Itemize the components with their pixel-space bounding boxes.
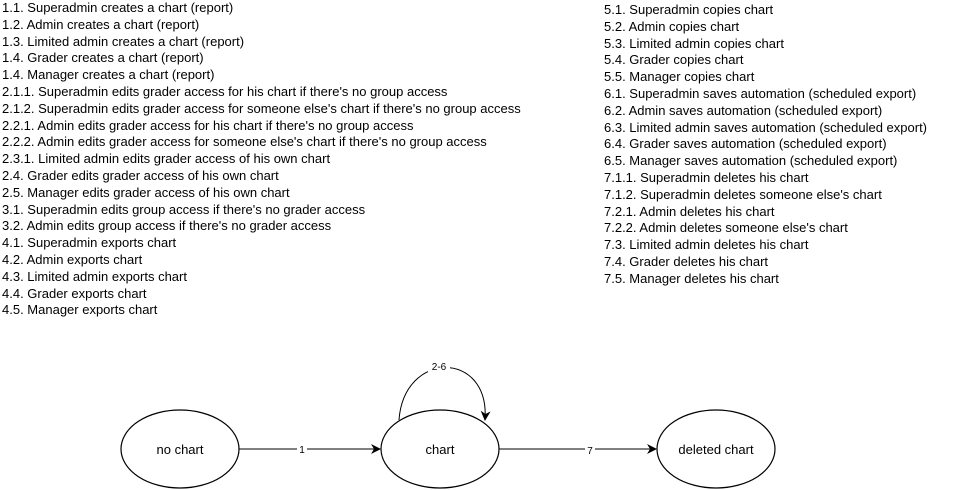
edge-create-label: 1 — [299, 445, 305, 456]
use-case-item: 2.4. Grader edits grader access of his o… — [2, 167, 279, 183]
use-case-item: 3.2. Admin edits group access if there's… — [2, 218, 332, 234]
use-case-item: 7.5. Manager deletes his chart — [604, 270, 779, 286]
node-no-chart: no chart — [120, 409, 240, 489]
use-case-item: 7.1.2. Superadmin deletes someone else's… — [604, 186, 882, 202]
node-chart: chart — [380, 409, 500, 489]
use-case-item: 1.1. Superadmin creates a chart (report) — [2, 0, 234, 15]
edge-self-loop: 2-6 — [398, 361, 491, 421]
use-case-item: 7.3. Limited admin deletes his chart — [604, 237, 809, 253]
use-case-item: 2.2.1. Admin edits grader access for his… — [2, 117, 414, 133]
use-case-item: 7.4. Grader deletes his chart — [604, 253, 769, 269]
edge-delete: 7 — [499, 443, 657, 457]
use-case-item: 1.4. Grader creates a chart (report) — [2, 50, 204, 66]
use-case-item: 6.1. Superadmin saves automation (schedu… — [604, 85, 917, 101]
use-case-item: 6.2. Admin saves automation (scheduled e… — [604, 102, 883, 118]
node-deleted-chart-label: deleted chart — [678, 442, 754, 457]
edge-self-loop-label: 2-6 — [432, 362, 447, 373]
use-case-item: 5.3. Limited admin copies chart — [604, 35, 784, 51]
use-case-item: 4.3. Limited admin exports chart — [2, 268, 187, 284]
use-case-item: 2.5. Manager edits grader access of his … — [2, 184, 290, 200]
use-case-item: 7.2.2. Admin deletes someone else's char… — [604, 220, 848, 236]
left-use-case-list: 1.1. Superadmin creates a chart (report)… — [2, 0, 521, 319]
use-case-item: 6.3. Limited admin saves automation (sch… — [604, 119, 928, 135]
node-no-chart-label: no chart — [157, 442, 204, 457]
use-case-item: 5.5. Manager copies chart — [604, 69, 755, 85]
use-case-item: 6.5. Manager saves automation (scheduled… — [604, 153, 898, 169]
use-case-item: 5.1. Superadmin copies chart — [604, 2, 774, 17]
use-case-item: 1.2. Admin creates a chart (report) — [2, 16, 200, 32]
use-case-item: 4.1. Superadmin exports chart — [2, 235, 177, 251]
use-case-item: 4.5. Manager exports chart — [2, 302, 158, 318]
use-case-item: 2.1.2. Superadmin edits grader access fo… — [2, 100, 521, 116]
node-chart-label: chart — [426, 442, 455, 457]
edge-delete-label: 7 — [587, 446, 593, 457]
use-case-item: 3.1. Superadmin edits group access if th… — [2, 201, 366, 217]
use-case-item: 2.2.2. Admin edits grader access for som… — [2, 134, 487, 150]
use-case-item: 5.2. Admin copies chart — [604, 18, 740, 34]
use-case-item: 7.1.1. Superadmin deletes his chart — [604, 169, 809, 185]
use-case-item: 1.3. Limited admin creates a chart (repo… — [2, 33, 245, 49]
use-case-item: 2.1.1. Superadmin edits grader access fo… — [2, 83, 448, 99]
use-case-item: 4.4. Grader exports chart — [2, 285, 147, 301]
edge-create: 1 — [239, 443, 381, 456]
use-case-item: 5.4. Grader copies chart — [604, 52, 744, 68]
use-case-item: 2.3.1. Limited admin edits grader access… — [2, 151, 331, 167]
use-case-item: 6.4. Grader saves automation (scheduled … — [604, 136, 887, 152]
use-case-item: 1.4. Manager creates a chart (report) — [2, 67, 215, 83]
use-case-item: 4.2. Admin exports chart — [2, 251, 143, 267]
use-case-item: 7.2.1. Admin deletes his chart — [604, 203, 775, 219]
node-deleted-chart: deleted chart — [656, 409, 776, 489]
